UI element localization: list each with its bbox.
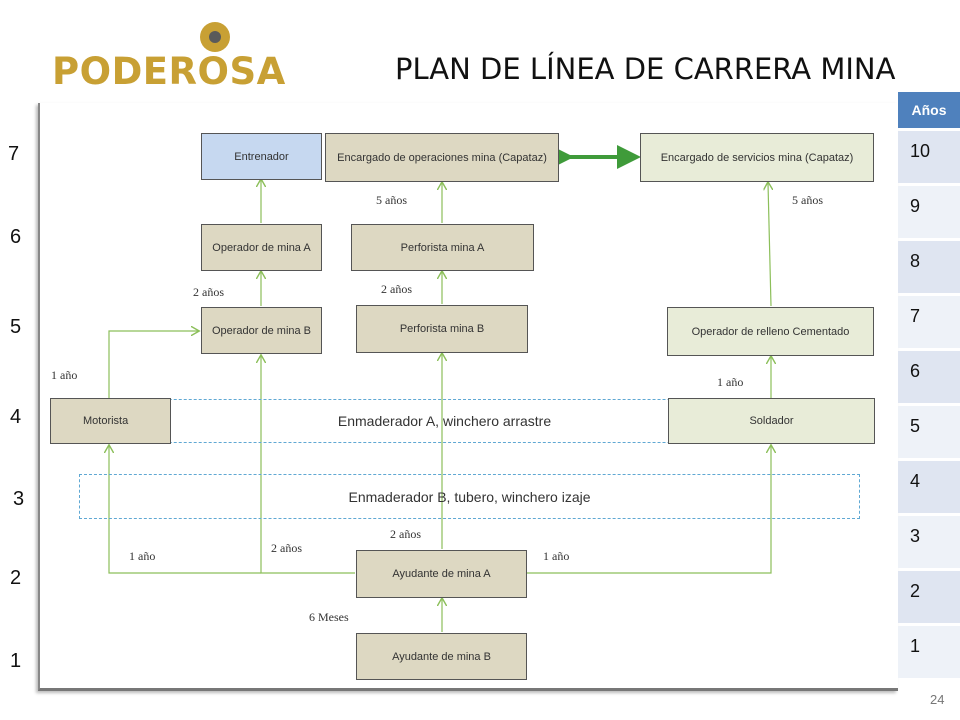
years-cell: 6 <box>898 351 960 403</box>
duration-label: 2 años <box>390 527 421 541</box>
duration-label: 2 años <box>271 541 302 555</box>
logo-mark-icon <box>200 22 230 52</box>
duration-label: 2 años <box>381 282 412 296</box>
box-operador-b: Operador de mina B <box>201 307 322 354</box>
years-cell: 8 <box>898 241 960 293</box>
duration-label: 2 años <box>193 285 224 299</box>
page-title: PLAN DE LÍNEA DE CARRERA MINA <box>395 52 896 86</box>
level-label: 6 <box>10 226 22 248</box>
diagram-frame <box>38 103 898 691</box>
page-number: 24 <box>930 692 945 707</box>
duration-label: 5 años <box>792 193 823 207</box>
poderosa-logo: PODEROSA <box>52 22 302 93</box>
duration-label: 1 año <box>51 368 78 382</box>
duration-label: 6 Meses <box>309 610 349 624</box>
years-table-header: Años <box>898 92 960 128</box>
arrow-motorista-to-opB <box>108 331 198 398</box>
band-enmaderador-b: Enmaderador B, tubero, winchero izaje <box>79 474 860 519</box>
level-label: 5 <box>10 316 22 338</box>
years-cell: 4 <box>898 461 960 513</box>
logo-text: PODEROSA <box>52 50 286 93</box>
box-motorista: Motorista <box>50 398 171 444</box>
level-label: 2 <box>10 567 22 589</box>
years-cell: 7 <box>898 296 960 348</box>
box-soldador: Soldador <box>668 398 875 444</box>
box-ayudante-a: Ayudante de mina A <box>356 550 527 598</box>
box-encargado-servicios: Encargado de servicios mina (Capataz) <box>640 133 874 182</box>
box-operador-relleno: Operador de relleno Cementado <box>667 307 874 356</box>
box-perforista-b: Perforista mina B <box>356 305 528 353</box>
level-label: 4 <box>10 406 22 428</box>
band-enmaderador-a-label: Enmaderador A, winchero arrastre <box>337 413 552 429</box>
arrow-ayudA-to-soldador <box>527 446 771 574</box>
years-cell: 2 <box>898 571 960 623</box>
years-cell: 1 <box>898 626 960 678</box>
level-label: 1 <box>10 650 22 672</box>
duration-label: 1 año <box>543 549 570 563</box>
duration-label: 1 año <box>129 549 156 563</box>
years-cell: 10 <box>898 131 960 183</box>
band-enmaderador-b-label: Enmaderador B, tubero, winchero izaje <box>348 488 591 505</box>
box-encargado-operaciones: Encargado de operaciones mina (Capataz) <box>325 133 559 182</box>
arrow-relleno-to-servicios <box>768 183 771 307</box>
arrow-ayudA-to-motorista <box>109 446 261 574</box>
box-ayudante-b: Ayudante de mina B <box>356 633 527 680</box>
duration-label: 5 años <box>376 193 407 207</box>
years-cell: 3 <box>898 516 960 568</box>
level-label: 3 <box>13 488 25 510</box>
years-cell: 5 <box>898 406 960 458</box>
box-entrenador: Entrenador <box>201 133 322 180</box>
level-label: 7 <box>8 143 20 165</box>
box-operador-a: Operador de mina A <box>201 224 322 271</box>
box-perforista-a: Perforista mina A <box>351 224 534 271</box>
duration-label: 1 año <box>717 375 744 389</box>
years-table: Años 10 9 8 7 6 5 4 3 2 1 <box>898 92 960 678</box>
years-cell: 9 <box>898 186 960 238</box>
